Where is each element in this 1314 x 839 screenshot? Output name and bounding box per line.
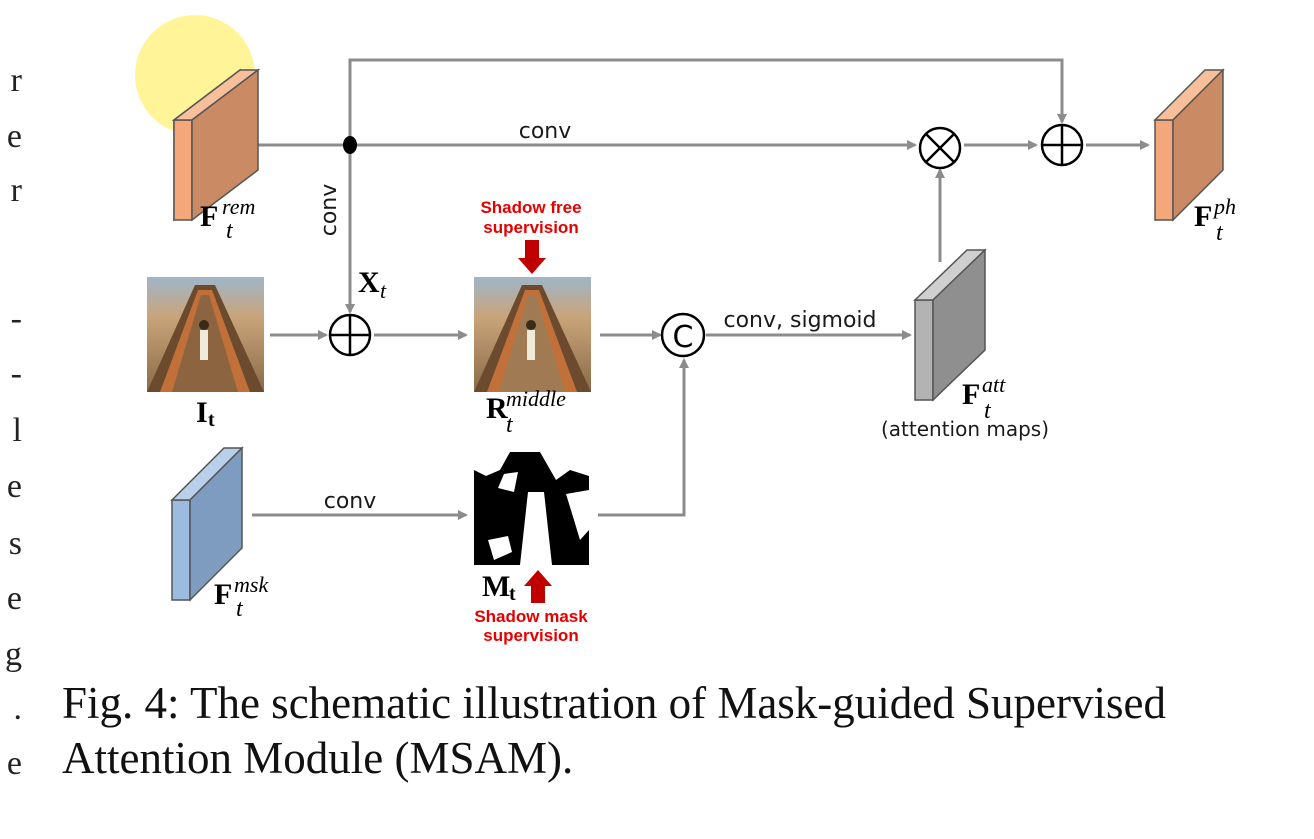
fatt-block (913, 248, 987, 402)
shadow-free-label-line2: supervision (483, 218, 578, 237)
margin-glyph: s (8, 525, 22, 562)
svg-text:F: F (962, 378, 980, 411)
margin-glyph: e (6, 745, 22, 782)
it-image (147, 277, 264, 392)
shadow-free-arrow (518, 240, 546, 274)
conv-bottom-label: conv (324, 489, 377, 514)
svg-text:t: t (509, 583, 516, 605)
mt-label: M t (482, 570, 516, 605)
concat-operator-label: C (673, 320, 694, 355)
margin-glyph: r (10, 62, 22, 99)
svg-text:middle: middle (506, 386, 566, 411)
svg-text:t: t (236, 596, 244, 622)
attention-maps-note: (attention maps) (881, 417, 1049, 441)
shadow-free-label-line1: Shadow free (480, 198, 581, 217)
margin-glyph: - (10, 300, 22, 337)
conv-top-label: conv (519, 119, 572, 144)
svg-text:ph: ph (1212, 194, 1236, 219)
svg-text:t: t (208, 409, 215, 431)
it-label: I t (196, 396, 215, 431)
margin-glyph: r (10, 172, 22, 209)
fmsk-label: F t msk (214, 572, 269, 622)
fph-block (1153, 68, 1225, 222)
svg-text:t: t (1216, 220, 1224, 246)
margin-glyph: e (6, 468, 22, 505)
svg-text:rem: rem (222, 194, 255, 219)
margin-glyph: g (5, 636, 22, 673)
svg-text:att: att (982, 372, 1006, 397)
frem-block (171, 68, 261, 222)
concat-operator: C (660, 312, 706, 358)
svg-text:R: R (486, 392, 508, 425)
connectors (252, 58, 1150, 520)
fmsk-block (170, 446, 244, 602)
shadow-mask-label-line1: Shadow mask (474, 607, 588, 626)
svg-text:X: X (358, 266, 380, 299)
margin-glyph: l (12, 412, 22, 449)
svg-text:I: I (196, 396, 208, 429)
multiply-operator (918, 126, 962, 170)
bypass-line (348, 58, 1067, 145)
rmiddle-label: R t middle (486, 386, 566, 438)
fph-label: F t ph (1194, 194, 1236, 246)
margin-glyph: e (6, 118, 22, 155)
margin-glyph: - (10, 355, 22, 392)
conv-sigmoid-label: conv, sigmoid (723, 308, 876, 333)
svg-text:t: t (226, 218, 234, 244)
fatt-label: F t att (962, 372, 1006, 424)
svg-text:M: M (482, 570, 510, 603)
margin-glyph: e (6, 580, 22, 617)
svg-text:msk: msk (234, 572, 269, 597)
xt-plus-operator (328, 313, 372, 357)
svg-text:F: F (214, 578, 232, 611)
margin-glyph: . (13, 690, 23, 727)
frem-label: F t rem (200, 194, 255, 244)
mt-mask-image (474, 452, 589, 565)
svg-text:F: F (200, 200, 218, 233)
svg-text:t: t (506, 412, 514, 438)
msam-diagram: C conv conv conv conv, sigmoid Shadow fr… (135, 15, 1236, 645)
rmiddle-image (474, 277, 591, 392)
svg-text:t: t (984, 398, 992, 424)
svg-text:F: F (1194, 200, 1212, 233)
xt-label: X t (358, 266, 387, 303)
junction-dot (343, 136, 357, 154)
output-plus-operator (1040, 123, 1084, 167)
svg-text:t: t (380, 278, 387, 303)
shadow-mask-arrow (524, 570, 552, 603)
conv-vertical-label: conv (317, 184, 342, 237)
figure-caption: Fig. 4: The schematic illustration of Ma… (62, 678, 1166, 783)
mt-to-concat-line (598, 358, 689, 517)
shadow-mask-label-line2: supervision (483, 626, 578, 645)
